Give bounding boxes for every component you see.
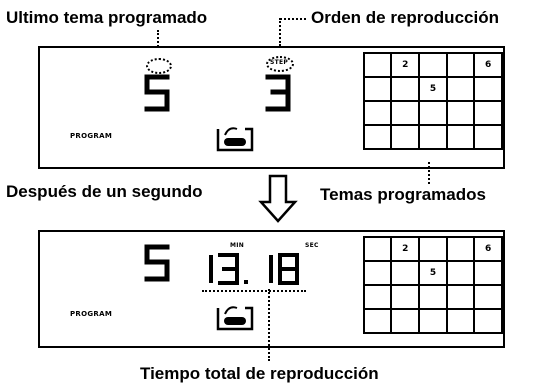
seconds-value: 18 bbox=[40, 232, 41, 233]
minutes-ones-digit bbox=[218, 253, 239, 285]
after-one-second-label: Después de un segundo bbox=[6, 182, 203, 201]
program-grid-bottom: 2 6 5 bbox=[362, 236, 503, 334]
min-caption: MIN bbox=[230, 242, 245, 249]
top-order-number: 3 bbox=[0, 0, 1, 1]
display-panel-top: STEP PROGRAM 2 6 5 bbox=[38, 46, 505, 169]
play-order-leader bbox=[280, 18, 306, 20]
program-indicator: PROGRAM bbox=[70, 310, 113, 318]
sec-caption: SEC bbox=[305, 242, 319, 249]
grid-cell: 2 bbox=[390, 236, 421, 262]
last-track-label: Ultimo tema programado bbox=[6, 8, 208, 27]
program-indicator: PROGRAM bbox=[70, 132, 113, 140]
grid-cell: 6 bbox=[473, 52, 503, 78]
grid-cell: 2 bbox=[390, 52, 421, 78]
bottom-track-number: 5 bbox=[0, 0, 1, 1]
minutes-value: 13 bbox=[40, 232, 41, 233]
cassette-icon bbox=[216, 127, 254, 152]
play-order-label: Orden de reproducción bbox=[311, 8, 499, 27]
grid-cell: 5 bbox=[418, 260, 448, 286]
track-number-digit bbox=[144, 74, 170, 112]
order-number-digit bbox=[265, 74, 291, 112]
step-caption: STEP bbox=[270, 59, 289, 66]
program-grid-top: 2 6 5 bbox=[362, 52, 503, 150]
grid-cell: 6 bbox=[473, 236, 503, 262]
minutes-tens-digit bbox=[209, 255, 213, 283]
last-track-leader bbox=[157, 30, 159, 54]
down-arrow-icon bbox=[258, 174, 298, 223]
seconds-tens-digit bbox=[269, 255, 273, 283]
play-order-highlight bbox=[266, 56, 294, 72]
cassette-icon bbox=[216, 306, 254, 331]
total-time-leader bbox=[268, 289, 270, 361]
track-number-digit bbox=[144, 244, 170, 282]
grid-cell: 5 bbox=[418, 76, 448, 102]
top-track-number: 5 bbox=[0, 0, 1, 1]
play-order-leader-v bbox=[279, 18, 281, 46]
total-play-time-label: Tiempo total de reproducción bbox=[140, 364, 379, 383]
seconds-ones-digit bbox=[278, 253, 299, 285]
programmed-tracks-label: Temas programados bbox=[320, 185, 486, 204]
programmed-tracks-leader bbox=[428, 162, 430, 184]
total-time-bracket bbox=[202, 290, 306, 292]
time-separator bbox=[244, 280, 248, 284]
last-track-highlight bbox=[146, 58, 172, 74]
display-panel-bottom: MIN SEC 13 18 PROGRAM 2 6 5 bbox=[38, 230, 505, 348]
